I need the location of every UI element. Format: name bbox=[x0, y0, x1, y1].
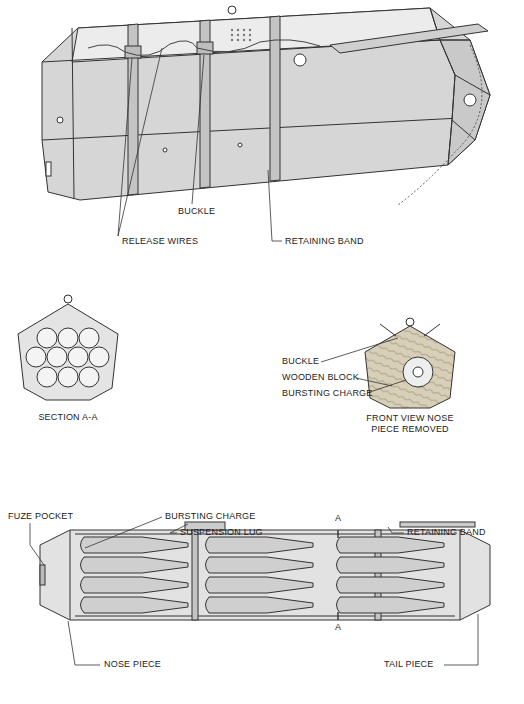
perforation bbox=[237, 34, 239, 36]
bomblet bbox=[337, 537, 445, 553]
perforation bbox=[249, 34, 251, 36]
bomblet bbox=[81, 597, 189, 613]
bomblet bbox=[206, 557, 314, 573]
leader-lines bbox=[30, 517, 478, 665]
bomblet-section bbox=[58, 367, 78, 387]
part-label: BUCKLE bbox=[282, 356, 319, 367]
bomblet-section bbox=[37, 367, 57, 387]
bomblet bbox=[206, 577, 314, 593]
perforation bbox=[231, 29, 233, 31]
part-label: RELEASE WIRES bbox=[122, 236, 198, 247]
part-label: NOSE PIECE bbox=[104, 659, 161, 670]
bomblet-section bbox=[47, 347, 67, 367]
section-mark: A bbox=[335, 622, 341, 633]
part-label: FUZE POCKET bbox=[8, 511, 73, 522]
section-mark: A bbox=[335, 513, 341, 524]
bomblet bbox=[337, 597, 445, 613]
perforation bbox=[249, 39, 251, 41]
perforation bbox=[243, 29, 245, 31]
perforation bbox=[231, 39, 233, 41]
perforation bbox=[243, 39, 245, 41]
part-label: SUSPENSION LUG bbox=[180, 527, 263, 538]
part-label: BURSTING CHARGE bbox=[165, 511, 256, 522]
section-view bbox=[18, 295, 118, 400]
part-label: WOODEN BLOCK bbox=[282, 372, 359, 383]
bomblet-section bbox=[37, 328, 57, 348]
bomblet bbox=[81, 557, 189, 573]
perforation bbox=[243, 34, 245, 36]
bomblet-section bbox=[79, 367, 99, 387]
perforation bbox=[237, 39, 239, 41]
cutaway-view bbox=[40, 522, 490, 620]
leader-lines bbox=[118, 48, 282, 241]
bomblet bbox=[337, 557, 445, 573]
bomblet bbox=[206, 537, 314, 553]
view-title: SECTION A-A bbox=[38, 412, 97, 423]
perforation bbox=[231, 34, 233, 36]
bomblet-section bbox=[68, 347, 88, 367]
part-label: RETAINING BAND bbox=[407, 527, 486, 538]
part-label: BUCKLE bbox=[178, 206, 215, 217]
view-title: FRONT VIEW NOSE PIECE REMOVED bbox=[360, 413, 460, 435]
bomblet bbox=[206, 597, 314, 613]
bomblet-section bbox=[79, 328, 99, 348]
bomblet bbox=[337, 577, 445, 593]
bomblet bbox=[81, 537, 189, 553]
bomblet bbox=[81, 577, 189, 593]
container-view bbox=[42, 6, 490, 205]
bomblet-section bbox=[58, 328, 78, 348]
perforation bbox=[249, 29, 251, 31]
part-label: RETAINING BAND bbox=[285, 236, 364, 247]
part-label: BURSTING CHARGE bbox=[282, 388, 373, 399]
bomblet-section bbox=[26, 347, 46, 367]
bomblet-section bbox=[89, 347, 109, 367]
perforation bbox=[237, 29, 239, 31]
part-label: TAIL PIECE bbox=[384, 659, 434, 670]
